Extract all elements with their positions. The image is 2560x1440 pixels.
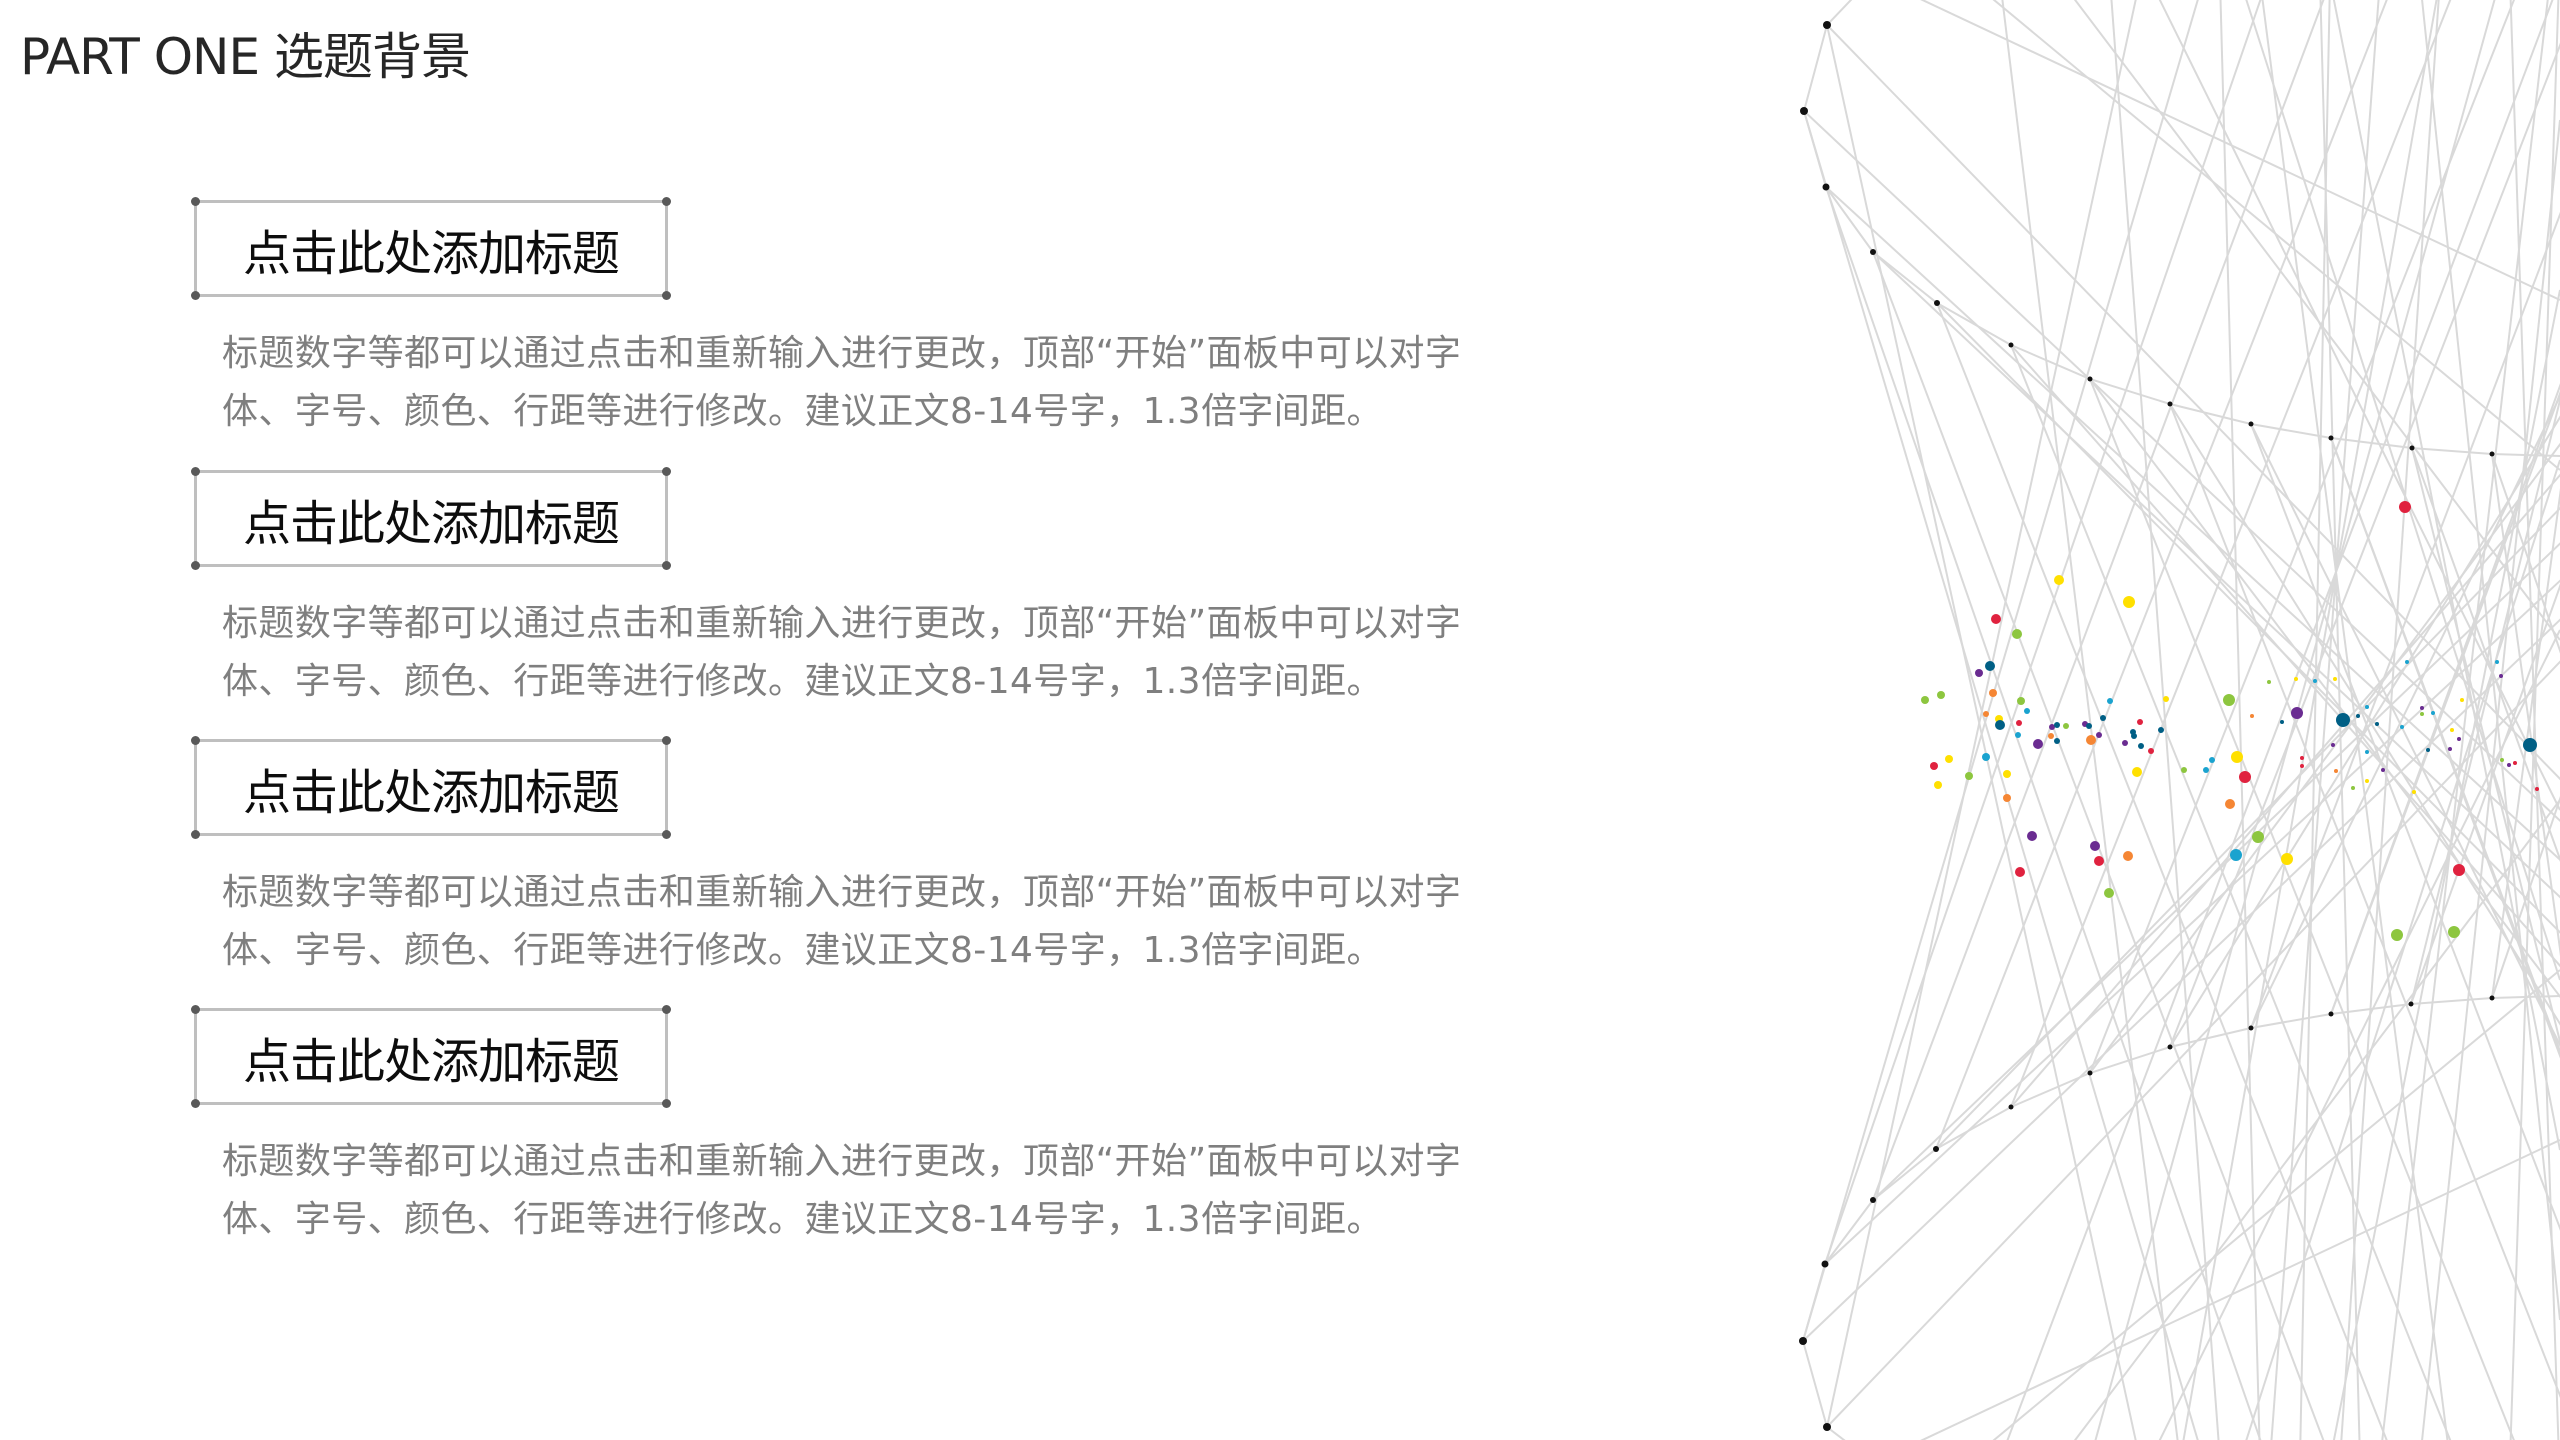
- section-description[interactable]: 标题数字等都可以通过点击和重新输入进行更改，顶部“开始”面板中可以对字 体、字号…: [222, 1133, 1542, 1249]
- corner-handle: [191, 197, 200, 206]
- corner-handle: [662, 197, 671, 206]
- description-line: 体、字号、颜色、行距等进行修改。建议正文8-14号字，1.3倍字间距。: [222, 1199, 1383, 1240]
- section-title: 点击此处添加标题: [242, 225, 620, 282]
- description-line: 体、字号、颜色、行距等进行修改。建议正文8-14号字，1.3倍字间距。: [222, 930, 1383, 971]
- corner-handle: [662, 736, 671, 745]
- corner-handle: [662, 1005, 671, 1014]
- description-line: 标题数字等都可以通过点击和重新输入进行更改，顶部“开始”面板中可以对字: [222, 1141, 1462, 1182]
- description-line: 标题数字等都可以通过点击和重新输入进行更改，顶部“开始”面板中可以对字: [222, 603, 1462, 644]
- corner-handle: [662, 1099, 671, 1108]
- section-title-box[interactable]: 点击此处添加标题: [191, 467, 671, 570]
- description-line: 标题数字等都可以通过点击和重新输入进行更改，顶部“开始”面板中可以对字: [222, 872, 1462, 913]
- string-art-lines: [1801, 0, 2560, 1440]
- section-title-box[interactable]: 点击此处添加标题: [191, 736, 671, 839]
- corner-handle: [662, 467, 671, 476]
- corner-handle: [191, 467, 200, 476]
- black-node-dots: [1799, 21, 2495, 1431]
- section-title: 点击此处添加标题: [242, 495, 620, 552]
- section-description[interactable]: 标题数字等都可以通过点击和重新输入进行更改，顶部“开始”面板中可以对字 体、字号…: [222, 325, 1542, 441]
- section-title-box[interactable]: 点击此处添加标题: [191, 197, 671, 300]
- corner-handle: [191, 1099, 200, 1108]
- section-description[interactable]: 标题数字等都可以通过点击和重新输入进行更改，顶部“开始”面板中可以对字 体、字号…: [222, 864, 1542, 980]
- section-title: 点击此处添加标题: [242, 764, 620, 821]
- section-title: 点击此处添加标题: [242, 1033, 620, 1090]
- corner-handle: [662, 561, 671, 570]
- corner-handle: [191, 561, 200, 570]
- corner-handle: [662, 291, 671, 300]
- corner-handle: [191, 1005, 200, 1014]
- description-line: 体、字号、颜色、行距等进行修改。建议正文8-14号字，1.3倍字间距。: [222, 661, 1383, 702]
- section-title-box[interactable]: 点击此处添加标题: [191, 1005, 671, 1108]
- description-line: 体、字号、颜色、行距等进行修改。建议正文8-14号字，1.3倍字间距。: [222, 391, 1383, 432]
- corner-handle: [191, 291, 200, 300]
- section-description[interactable]: 标题数字等都可以通过点击和重新输入进行更改，顶部“开始”面板中可以对字 体、字号…: [222, 595, 1542, 711]
- corner-handle: [191, 736, 200, 745]
- page-title: PART ONE 选题背景: [20, 28, 471, 86]
- corner-handle: [191, 830, 200, 839]
- corner-handle: [662, 830, 671, 839]
- colored-dots: [1921, 501, 2539, 941]
- description-line: 标题数字等都可以通过点击和重新输入进行更改，顶部“开始”面板中可以对字: [222, 333, 1462, 374]
